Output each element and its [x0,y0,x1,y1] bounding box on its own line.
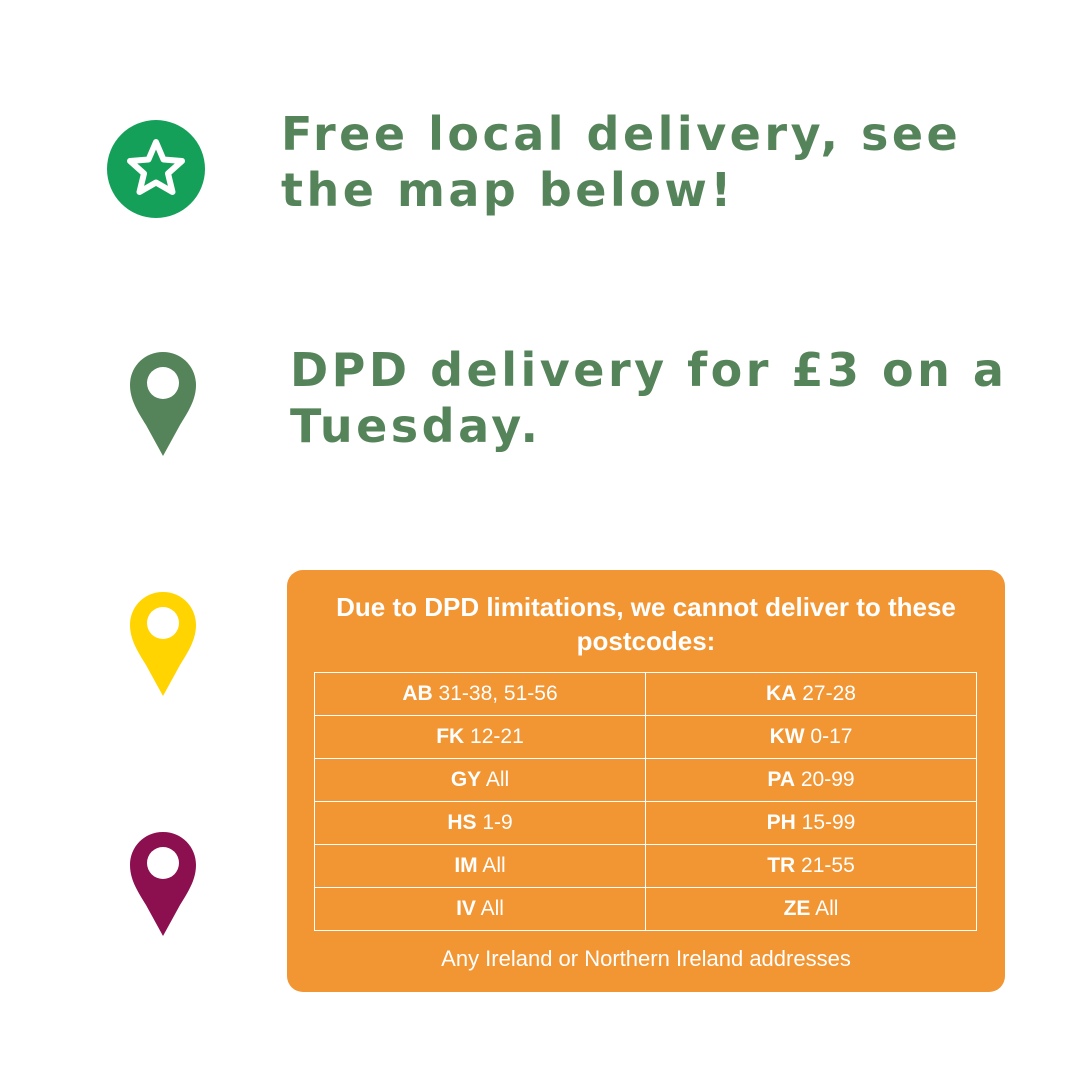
restricted-postcodes-panel: Due to DPD limitations, we cannot delive… [287,570,1005,992]
postcode-range: 1-9 [476,811,513,834]
dpd-delivery-headline: DPD delivery for £3 on a Tuesday. [290,343,1008,453]
postcode-cell: GY All [314,758,646,802]
postcode-range: 12-21 [464,725,524,748]
star-badge-icon [107,120,205,218]
postcode-range: 21-55 [795,854,855,877]
postcode-range: All [477,854,506,877]
postcode-cell: PH 15-99 [645,801,977,845]
postcode-area: FK [436,725,465,748]
postcode-area: PA [767,768,796,791]
postcode-cell: IV All [314,887,646,931]
postcode-cell: TR 21-55 [645,844,977,888]
postcode-area: HS [447,811,477,834]
postcode-area: TR [767,854,796,877]
postcode-area: PH [766,811,796,834]
postcode-cell: PA 20-99 [645,758,977,802]
postcode-cell: KW 0-17 [645,715,977,759]
postcode-cell: AB 31-38, 51-56 [314,672,646,716]
map-pin-icon [130,352,196,456]
postcode-range: 27-28 [796,682,856,705]
postcode-area: AB [402,682,433,705]
postcode-range: All [810,897,839,920]
map-pin-icon [130,592,196,696]
postcode-range: All [481,768,510,791]
postcode-cell: ZE All [645,887,977,931]
postcode-range: 31-38, 51-56 [432,682,558,705]
postcode-area: IM [454,854,478,877]
postcode-area: GY [450,768,482,791]
postcode-range: 15-99 [795,811,856,834]
postcode-range: All [475,897,504,920]
map-pin-icon [130,832,196,936]
postcode-cell: IM All [314,844,646,888]
postcode-cell: FK 12-21 [314,715,646,759]
postcode-range: 20-99 [795,768,855,791]
panel-title: Due to DPD limitations, we cannot delive… [336,592,956,656]
postcode-cell: KA 27-28 [645,672,977,716]
postcode-area: ZE [783,897,811,920]
postcode-range: 0-17 [804,725,853,748]
postcode-area: KW [769,725,805,748]
postcode-area: IV [456,897,476,920]
panel-footer: Any Ireland or Northern Ireland addresse… [441,946,851,971]
postcode-cell: HS 1-9 [314,801,646,845]
local-delivery-headline: Free local delivery, see the map below! [281,107,962,217]
postcode-area: KA [766,682,797,705]
